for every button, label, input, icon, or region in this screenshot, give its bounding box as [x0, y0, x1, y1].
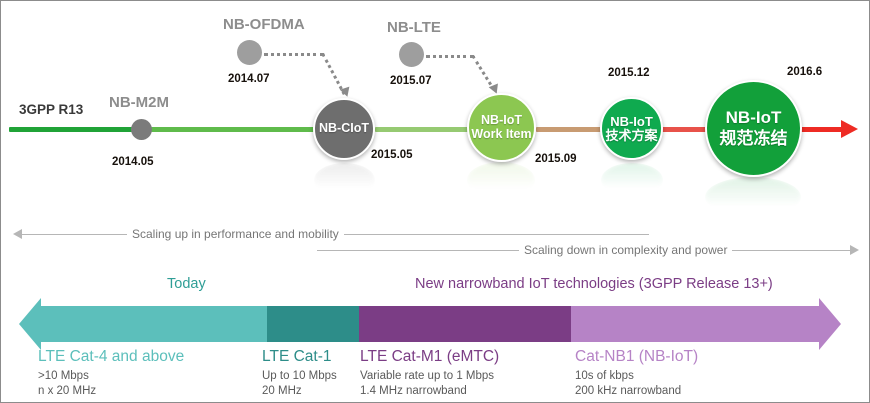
- category-sub1-lte-cat4: >10 Mbps: [38, 370, 89, 382]
- node-dot-nb-ofdma: [237, 40, 262, 65]
- timeline-segment-freeze-to-end: [801, 127, 843, 132]
- node-circle-nb-iot-work-item[interactable]: NB-IoT Work Item: [467, 93, 536, 162]
- timeline-segment-workitem-to-tech: [536, 127, 602, 132]
- scaling-up-arrowhead-icon: [13, 229, 22, 239]
- timeline-arrowhead-icon: [841, 120, 858, 138]
- band-segment-cat-nb1: [571, 306, 819, 342]
- node-date-nb-iot-wi: 2015.09: [535, 153, 577, 165]
- band-segment-lte-cat1: [267, 306, 359, 342]
- category-title-cat-nb1: Cat-NB1 (NB-IoT): [575, 348, 699, 365]
- node-date-nb-ciot: 2015.05: [371, 149, 413, 161]
- category-sub2-lte-cat-m1: 1.4 MHz narrowband: [360, 385, 467, 397]
- node-label-nb-ofdma: NB-OFDMA: [223, 16, 305, 33]
- category-sub1-cat-nb1: 10s of kbps: [575, 370, 634, 382]
- scaling-down-label: Scaling down in complexity and power: [519, 243, 733, 257]
- node-date-nb-ofdma: 2014.07: [228, 73, 270, 85]
- category-sub2-lte-cat1: 20 MHz: [262, 385, 302, 397]
- node-reflection-nb-iot-tech: [601, 163, 663, 197]
- node-circle-nb-iot-tech-line1: NB-IoT: [610, 113, 653, 129]
- scaling-down-row: Scaling down in complexity and power: [1, 243, 869, 257]
- category-sub1-lte-cat1: Up to 10 Mbps: [262, 370, 337, 382]
- category-title-lte-cat4: LTE Cat-4 and above: [38, 348, 185, 365]
- node-circle-nb-iot-wi-line1: NB-IoT: [481, 113, 522, 128]
- node-circle-nb-ciot-text: NB-CIoT: [319, 121, 369, 136]
- node-reflection-nb-iot-wi: [467, 162, 535, 198]
- node-circle-nb-iot-wi-line2: Work Item: [471, 126, 532, 141]
- category-sub1-lte-cat-m1: Variable rate up to 1 Mbps: [360, 370, 495, 382]
- node-reflection-nb-ciot: [314, 163, 375, 197]
- timeline-track: 3GPP R13 NB-M2M 2014.05 NB-OFDMA 2014.07…: [1, 1, 869, 217]
- band-header-new-narrowband: New narrowband IoT technologies (3GPP Re…: [415, 276, 773, 292]
- category-sub2-lte-cat4: n x 20 MHz: [38, 385, 97, 397]
- connector-ofdma-horizontal: [264, 53, 324, 56]
- node-circle-nb-ciot[interactable]: NB-CIoT: [313, 98, 375, 160]
- node-circle-nb-iot-tech[interactable]: NB-IoT 技术方案: [600, 97, 663, 160]
- node-circle-nb-iot-freeze[interactable]: NB-IoT 规范冻结: [705, 80, 802, 177]
- node-dot-nb-m2m: [131, 119, 152, 140]
- band-arrowhead-right-icon: [819, 298, 841, 350]
- timeline-segment-m2m-to-ciot: [151, 127, 314, 132]
- node-label-nb-m2m: NB-M2M: [109, 94, 169, 111]
- node-circle-nb-iot-tech-line2: 技术方案: [605, 127, 658, 143]
- timeline-segment-r13-to-m2m: [9, 127, 133, 132]
- node-date-nb-m2m: 2014.05: [112, 156, 154, 168]
- scaling-up-label: Scaling up in performance and mobility: [127, 227, 344, 241]
- node-circle-nb-iot-freeze-line1: NB-IoT: [725, 108, 782, 128]
- category-title-lte-cat-m1: LTE Cat-M1 (eMTC): [360, 348, 500, 365]
- category-sub2-cat-nb1: 200 kHz narrowband: [575, 385, 682, 397]
- category-title-lte-cat1: LTE Cat-1: [262, 348, 332, 365]
- node-reflection-nb-iot-freeze: [705, 177, 801, 217]
- scaling-down-arrowhead-icon: [850, 245, 859, 255]
- node-date-nb-iot-freeze: 2016.6: [787, 66, 823, 78]
- timeline-start-label: 3GPP R13: [19, 102, 84, 117]
- band-header-today: Today: [167, 276, 206, 292]
- band-segment-lte-cat-m1: [359, 306, 571, 342]
- timeline-segment-ciot-to-workitem: [375, 127, 468, 132]
- node-date-nb-lte: 2015.07: [390, 75, 432, 87]
- band-segment-lte-cat4: [41, 306, 267, 342]
- node-date-nb-iot-tech: 2015.12: [608, 67, 650, 79]
- node-label-nb-lte: NB-LTE: [387, 19, 441, 36]
- connector-lte-horizontal: [426, 55, 474, 58]
- band-arrowhead-left-icon: [19, 298, 41, 350]
- node-dot-nb-lte: [399, 42, 424, 67]
- node-circle-nb-iot-freeze-line2: 规范冻结: [719, 128, 788, 148]
- timeline-segment-tech-to-freeze: [661, 127, 706, 132]
- scaling-up-row: Scaling up in performance and mobility: [1, 227, 869, 241]
